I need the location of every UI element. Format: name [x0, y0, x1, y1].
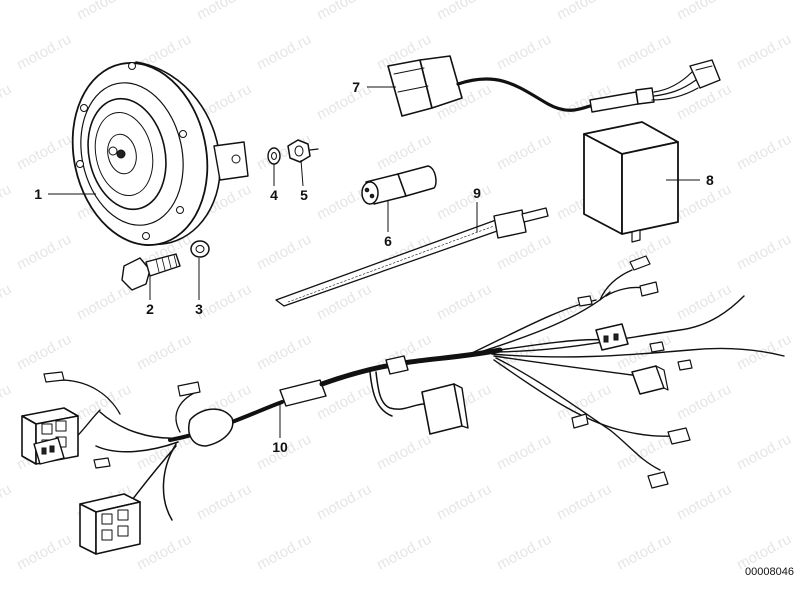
watermark-text: motod.ru [14, 131, 74, 174]
watermark-text: motod.ru [314, 0, 374, 24]
watermark-text: motod.ru [0, 281, 14, 324]
leader-lines [48, 86, 700, 438]
label-part-7: 7 [352, 79, 360, 95]
reference-number: 00008046 [745, 566, 794, 578]
label-part-8: 8 [706, 172, 714, 188]
watermark-text: motod.ru [14, 31, 74, 74]
label-part-9: 9 [473, 185, 481, 201]
watermark-text: motod.ru [734, 431, 794, 474]
watermark-text: motod.ru [494, 131, 554, 174]
watermark-text: motod.ru [494, 531, 554, 574]
watermark-text: motod.ru [494, 31, 554, 74]
connector-sleeve [361, 165, 437, 205]
label-part-10: 10 [272, 439, 288, 455]
label-part-3: 3 [195, 301, 203, 317]
watermark-text: motod.ru [734, 31, 794, 74]
watermark-text: motod.ru [134, 331, 194, 374]
watermark-text: motod.ru [14, 231, 74, 274]
watermark-text: motod.ru [614, 231, 674, 274]
watermark-text: motod.ru [74, 381, 134, 424]
watermark-text: motod.ru [614, 31, 674, 74]
watermark-text: motod.ru [314, 481, 374, 524]
watermark-text: motod.ru [0, 181, 14, 224]
watermark-text: motod.ru [0, 481, 14, 524]
watermark-text: motod.ru [254, 231, 314, 274]
relay [583, 121, 679, 243]
watermark-text: motod.ru [254, 31, 314, 74]
watermark-text: motod.ru [494, 431, 554, 474]
watermark-text: motod.ru [314, 81, 374, 124]
washer [190, 240, 210, 258]
label-part-1: 1 [34, 186, 42, 202]
watermark-text: motod.ru [0, 0, 14, 24]
watermark-text: motod.ru [434, 0, 494, 24]
watermark-text: motod.ru [434, 281, 494, 324]
nut [287, 139, 319, 163]
watermark-text: motod.ru [374, 431, 434, 474]
lock-washer [267, 147, 281, 165]
label-part-4: 4 [270, 187, 278, 203]
label-part-6: 6 [384, 233, 392, 249]
watermark-text: motod.ru [0, 381, 14, 424]
watermark-text: motod.ru [674, 481, 734, 524]
watermark-text: motod.ru [194, 481, 254, 524]
watermark-text: motod.ru [14, 331, 74, 374]
watermark-text: motod.ru [254, 331, 314, 374]
horn [71, 61, 249, 246]
plug-with-cable [387, 55, 721, 117]
bolt [121, 253, 181, 291]
watermark-text: motod.ru [674, 181, 734, 224]
watermark-text: motod.ru [0, 81, 14, 124]
watermark-text: motod.ru [554, 0, 614, 24]
watermark-text: motod.ru [194, 281, 254, 324]
watermark-text: motod.ru [674, 381, 734, 424]
label-part-2: 2 [146, 301, 154, 317]
wiring-harness [21, 255, 785, 555]
watermark-text: motod.ru [674, 0, 734, 24]
watermark-text: motod.ru [734, 231, 794, 274]
watermark-text: motod.ru [734, 131, 794, 174]
watermark-text: motod.ru [134, 531, 194, 574]
part-labels: 1 2 3 4 5 6 7 8 9 10 [34, 79, 714, 455]
watermark-text: motod.ru [14, 531, 74, 574]
watermark-text: motod.ru [434, 481, 494, 524]
watermark-text: motod.ru [374, 531, 434, 574]
watermark-text: motod.ru [614, 531, 674, 574]
watermark-text: motod.ru [74, 281, 134, 324]
watermark-text: motod.ru [674, 281, 734, 324]
label-part-5: 5 [300, 187, 308, 203]
watermark-text: motod.ru [254, 531, 314, 574]
watermark-text: motod.ru [74, 0, 134, 24]
watermark-text: motod.ru [434, 181, 494, 224]
watermark-text: motod.ru [614, 431, 674, 474]
watermark-text: motod.ru [554, 481, 614, 524]
cable-tie [275, 207, 549, 307]
watermark-text: motod.ru [194, 0, 254, 24]
